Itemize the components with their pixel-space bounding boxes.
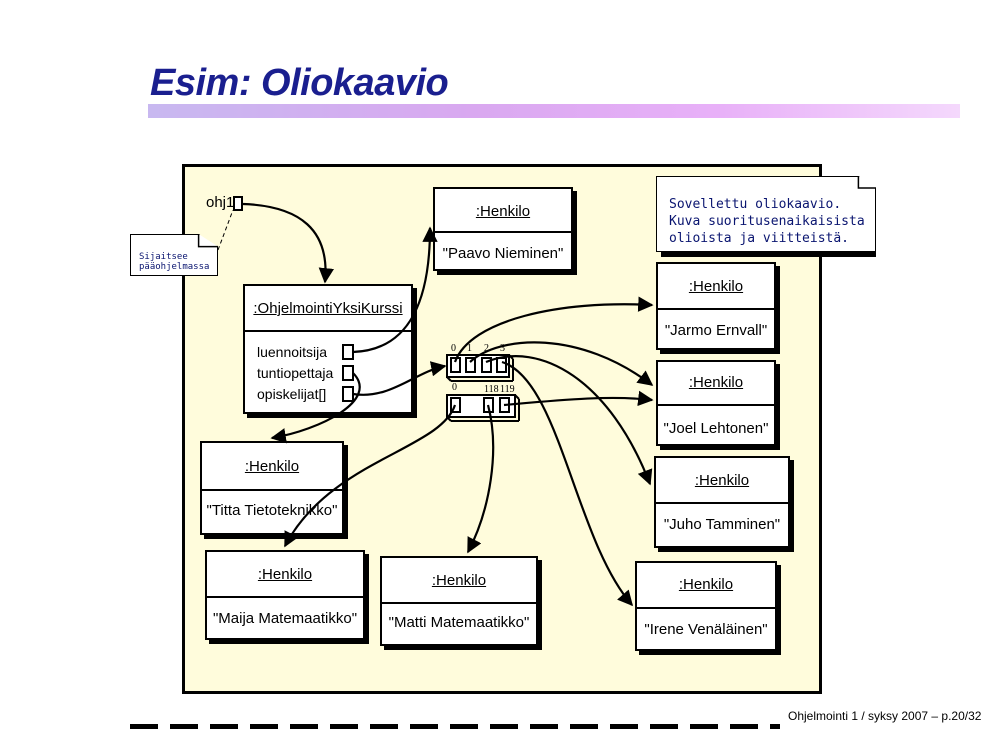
object-name: :Henkilo xyxy=(431,572,487,589)
object-value: "Irene Venäläinen" xyxy=(644,621,768,638)
henkilo-object-titta[interactable]: :Henkilo "Titta Tietoteknikko" xyxy=(200,441,344,535)
object-value: "Jarmo Ernvall" xyxy=(664,322,768,339)
object-value: "Titta Tietoteknikko" xyxy=(206,502,338,519)
object-separator xyxy=(207,596,363,598)
arrow-array0-to-jarmo xyxy=(453,296,654,363)
array-index: 119 xyxy=(500,384,515,395)
object-value: "Juho Tamminen" xyxy=(663,516,781,533)
henkilo-object-jarmo[interactable]: :Henkilo "Jarmo Ernvall" xyxy=(656,262,776,350)
object-name: :Henkilo xyxy=(475,203,531,220)
arrow-opiskelijat-to-array xyxy=(352,361,447,396)
ohj1-label: ohj1 xyxy=(206,194,235,211)
arrow-tuntiopettaja-to-titta xyxy=(270,372,361,444)
note-left-fold xyxy=(197,234,218,248)
array-index: 3 xyxy=(500,343,505,354)
arrow-array2-to-juho xyxy=(485,355,653,486)
arrow-luennoitsija-to-paavo xyxy=(352,226,438,354)
object-name: :Henkilo xyxy=(688,278,744,295)
array-index: 118 xyxy=(484,384,499,395)
note-right-fold xyxy=(857,176,876,189)
course-object-name: :OhjelmointiYksiKurssi xyxy=(253,300,403,317)
array-index: 1 xyxy=(467,343,472,354)
henkilo-object-joel[interactable]: :Henkilo "Joel Lehtonen" xyxy=(656,360,776,446)
object-name: :Henkilo xyxy=(688,374,744,391)
arrow-array118-to-matti xyxy=(467,404,495,554)
arrow-arraybottom0-to-maija xyxy=(284,404,457,548)
object-value: "Paavo Nieminen" xyxy=(442,245,564,262)
arrow-ohj1-to-course xyxy=(242,202,334,284)
object-value: "Matti Matemaatikko" xyxy=(388,614,530,631)
henkilo-object-maija[interactable]: :Henkilo "Maija Matemaatikko" xyxy=(205,550,365,640)
slide-title: Esim: Oliokaavio xyxy=(150,62,449,104)
object-separator xyxy=(656,502,788,504)
array-index: 0 xyxy=(452,382,457,393)
object-separator xyxy=(658,308,774,310)
title-underline-bar xyxy=(148,104,960,118)
note-line: Sijaitsee xyxy=(139,252,188,262)
object-separator xyxy=(637,607,775,609)
note-main-program: Sijaitsee pääohjelmassa xyxy=(130,234,218,276)
object-value: "Maija Matemaatikko" xyxy=(212,610,358,627)
array-bottom-row xyxy=(446,394,520,422)
note-line: olioista ja viitteistä. xyxy=(669,231,850,246)
course-separator xyxy=(245,330,411,332)
note-left-connector xyxy=(217,209,234,251)
opiskelijat-slot xyxy=(342,386,354,402)
field-tuntiopettaja: tuntiopettaja xyxy=(257,365,334,381)
object-name: :Henkilo xyxy=(257,566,313,583)
array-index: 2 xyxy=(484,343,489,354)
object-name: :Henkilo xyxy=(244,458,300,475)
object-separator xyxy=(658,404,774,406)
note-line: Kuva suoritusenaikaisista xyxy=(669,214,865,229)
cut-off-text-strip xyxy=(130,724,780,729)
arrow-array119-to-joel xyxy=(503,390,654,407)
note-line: Sovellettu oliokaavio. xyxy=(669,197,842,212)
array-index: 0 xyxy=(451,343,456,354)
object-separator xyxy=(382,602,536,604)
object-separator xyxy=(435,231,571,233)
array-top-row xyxy=(446,354,514,382)
arrow-array3-to-irene xyxy=(501,360,634,607)
arrow-array1-to-joel xyxy=(469,341,654,386)
object-name: :Henkilo xyxy=(694,472,750,489)
tuntiopettaja-slot xyxy=(342,365,354,381)
henkilo-object-matti[interactable]: :Henkilo "Matti Matemaatikko" xyxy=(380,556,538,646)
note-applied-diagram: Sovellettu oliokaavio. Kuva suoritusenai… xyxy=(656,176,876,252)
reference-arrows xyxy=(197,176,876,607)
object-separator xyxy=(202,489,342,491)
object-name: :Henkilo xyxy=(678,576,734,593)
henkilo-object-irene[interactable]: :Henkilo "Irene Venäläinen" xyxy=(635,561,777,651)
object-value: "Joel Lehtonen" xyxy=(663,420,769,437)
field-opiskelijat: opiskelijat[] xyxy=(257,386,327,402)
henkilo-object-juho[interactable]: :Henkilo "Juho Tamminen" xyxy=(654,456,790,548)
note-line: pääohjelmassa xyxy=(139,262,210,272)
ohj1-reference-slot xyxy=(233,196,243,211)
field-luennoitsija: luennoitsija xyxy=(257,344,328,360)
footer-page-info: Ohjelmointi 1 / syksy 2007 – p.20/32 xyxy=(788,709,981,723)
luennoitsija-slot xyxy=(342,344,354,360)
